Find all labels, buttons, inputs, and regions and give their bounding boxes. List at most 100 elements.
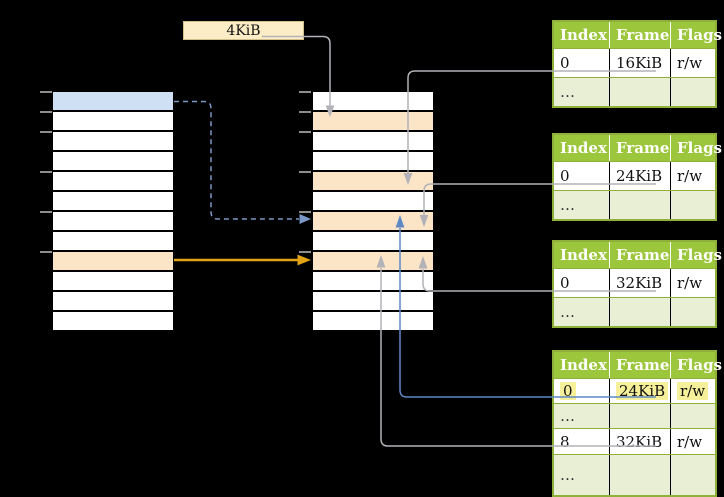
tick-mark [299, 171, 311, 173]
memory-row-white [313, 152, 433, 170]
tick-mark [299, 211, 311, 213]
table-cell [609, 298, 670, 326]
table-header-cell: Frame [609, 242, 670, 268]
memory-row-orange [313, 112, 433, 130]
physical-memory-column [313, 92, 433, 330]
table-cell [670, 455, 715, 495]
table-cell [670, 298, 715, 326]
memory-row-orange [313, 172, 433, 190]
table-header-cell: Flags [670, 242, 722, 268]
tick-mark [299, 91, 311, 93]
memory-row-white [53, 132, 173, 150]
table-header-cell: Flags [670, 352, 722, 378]
table-cell: r/w [670, 269, 715, 297]
memory-row-white [53, 232, 173, 250]
table-cell: 16KiB [609, 49, 670, 77]
table-cell: 32KiB [609, 429, 670, 454]
table-cell [670, 404, 715, 428]
memory-row-white [53, 172, 173, 190]
tick-mark [40, 251, 52, 253]
memory-row-white [313, 132, 433, 150]
table-ellipsis-row: … [554, 190, 715, 219]
memory-row-white [313, 292, 433, 310]
table-ellipsis-row: … [554, 297, 715, 326]
table-cell: r/w [670, 429, 715, 454]
table-cell: … [560, 407, 575, 425]
table-header-cell: Flags [670, 22, 722, 48]
table-cell: 32KiB [609, 269, 670, 297]
table-cell: 0 [560, 54, 570, 72]
table-cell: 24KiB [609, 379, 670, 403]
memory-row-white [53, 272, 173, 290]
table-header-cell: Frame [609, 352, 670, 378]
highlighted-value: 24KiB [616, 382, 669, 400]
highlighted-value: 0 [560, 382, 576, 400]
table-cell: r/w [670, 49, 715, 77]
table-cell: … [560, 466, 575, 484]
table-header-cell: Index [560, 26, 607, 44]
memory-row-orange [53, 252, 173, 270]
memory-row-white [313, 92, 433, 110]
tick-mark [299, 251, 311, 253]
memory-row-white [313, 272, 433, 290]
memory-row-orange [313, 212, 433, 230]
table-cell [609, 78, 670, 106]
table-header-cell: Index [560, 356, 607, 374]
virtual-page-dashed-arrow [174, 100, 311, 224]
table-ellipsis-row: … [554, 403, 715, 428]
table-cell: … [560, 196, 575, 214]
memory-row-blue [53, 92, 173, 110]
memory-row-white [313, 192, 433, 210]
table-header-cell: Frame [609, 135, 670, 161]
memory-row-white [53, 292, 173, 310]
virtual-page-orange-arrow [174, 254, 311, 266]
virtual-memory-column [53, 92, 173, 330]
table-cell: 0 [560, 167, 570, 185]
tick-mark [40, 131, 52, 133]
table-cell: 0 [554, 379, 609, 403]
memory-row-white [53, 192, 173, 210]
tick-mark [40, 211, 52, 213]
table-cell: 8 [560, 432, 570, 451]
table-cell: 24KiB [609, 162, 670, 190]
table-cell [609, 455, 670, 495]
tick-mark [40, 111, 52, 113]
tick-mark [299, 131, 311, 133]
memory-row-white [313, 232, 433, 250]
table-header-cell: Frame [609, 22, 670, 48]
memory-row-white [53, 312, 173, 330]
memory-row-white [53, 112, 173, 130]
table-cell [609, 404, 670, 428]
table-cell: r/w [670, 162, 715, 190]
table-cell: … [560, 83, 575, 101]
table-cell: r/w [670, 379, 715, 403]
table-header-cell: Flags [670, 135, 722, 161]
table-cell: 0 [560, 274, 570, 292]
table-cell [609, 191, 670, 219]
table-cell [670, 191, 715, 219]
table-header-cell: Index [560, 139, 607, 157]
table-header-cell: Index [560, 246, 607, 264]
memory-row-white [53, 212, 173, 230]
tick-mark [299, 111, 311, 113]
table-ellipsis-row: … [554, 454, 715, 495]
memory-row-white [53, 152, 173, 170]
memory-row-white [313, 312, 433, 330]
paging-diagram: { "frame_size_label": "4KiB", "colors": … [40, 20, 722, 497]
table-cell: … [560, 303, 575, 321]
table-ellipsis-row: … [554, 77, 715, 106]
table-cell [670, 78, 715, 106]
frame-size-label: 4KiB [183, 21, 304, 40]
